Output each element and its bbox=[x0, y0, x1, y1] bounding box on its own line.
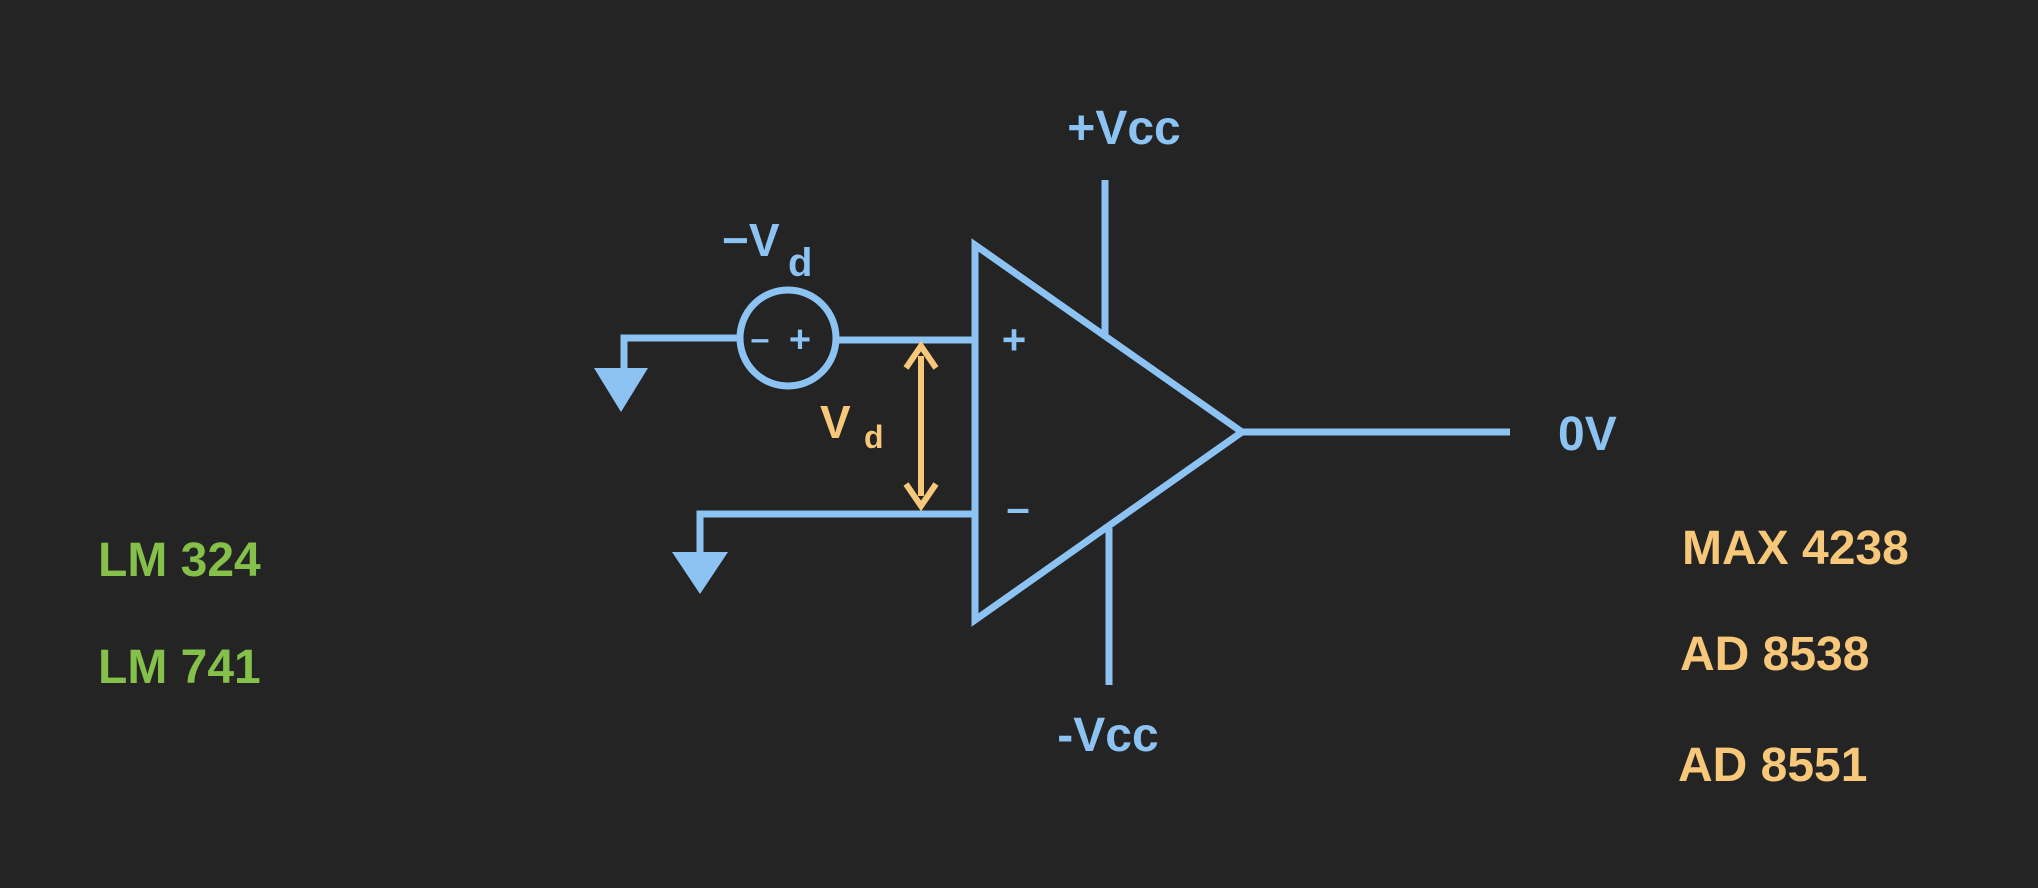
inverting-input-wire bbox=[696, 510, 975, 558]
differential-arrow-head-top bbox=[903, 340, 939, 370]
differential-voltage-label: V bbox=[820, 396, 851, 448]
offset-voltage-source bbox=[736, 286, 840, 390]
source-minus-sign: – bbox=[751, 320, 770, 358]
right-part-number: AD 8551 bbox=[1678, 739, 1867, 792]
ground-icon bbox=[672, 552, 728, 594]
offset-source-label: −V bbox=[722, 214, 780, 266]
source-plus-sign: + bbox=[789, 319, 811, 361]
differential-arrow-head-bottom bbox=[903, 482, 939, 512]
ground-icon bbox=[594, 368, 648, 412]
output-voltage-label: 0V bbox=[1558, 408, 1617, 461]
source-ground-wire bbox=[620, 334, 738, 372]
opamp-triangle bbox=[971, 238, 1249, 627]
right-part-number: AD 8538 bbox=[1680, 628, 1869, 681]
left-part-number: LM 741 bbox=[98, 641, 261, 694]
positive-supply-label: +Vcc bbox=[1067, 102, 1180, 155]
differential-voltage-subscript: d bbox=[864, 419, 884, 455]
left-part-number: LM 324 bbox=[98, 534, 261, 587]
right-part-number: MAX 4238 bbox=[1682, 522, 1909, 575]
noninverting-input-sign: + bbox=[1002, 316, 1027, 363]
offset-source-subscript: d bbox=[788, 241, 812, 285]
inverting-input-sign: – bbox=[1006, 484, 1029, 531]
negative-supply-label: -Vcc bbox=[1057, 709, 1158, 762]
